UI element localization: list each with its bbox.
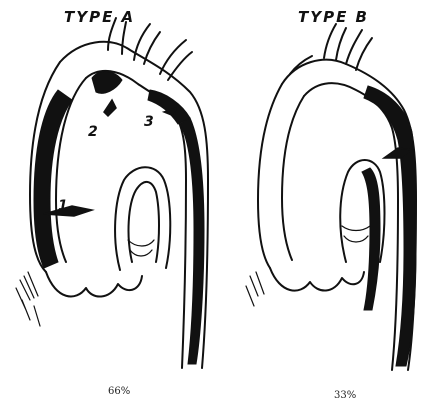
b-branch-vessel-1: [324, 24, 346, 60]
pulmonary-loop-inner: [129, 182, 159, 262]
b-valve-detail: [342, 226, 370, 242]
tear-label-1: 1: [58, 198, 68, 214]
tear-label-2: 2: [88, 124, 98, 140]
panel-b-title: TYPE B: [298, 8, 369, 26]
arch-false-lumen-3: [148, 90, 190, 124]
root-hatching: [16, 272, 40, 326]
valve-detail: [128, 240, 154, 256]
panel-a-percentage: 66%: [108, 386, 130, 397]
tear-label-3: 3: [144, 114, 154, 130]
b-aortic-root: [270, 268, 364, 291]
panel-a-title: TYPE A: [64, 8, 135, 26]
b-descending-inner-wall: [392, 200, 398, 370]
panel-b-percentage: 33%: [334, 390, 356, 401]
arch-false-lumen-2: [92, 71, 122, 93]
descending-inner-wall: [182, 180, 186, 368]
b-ascending-outer-wall: [258, 84, 282, 268]
b-root-hatching: [246, 272, 264, 306]
branch-vessel-2: [134, 24, 160, 64]
b-branch-vessel-2: [346, 30, 372, 70]
aortic-root: [46, 272, 142, 297]
panel-type-a: TYPE A 1 2 3 66%: [16, 8, 208, 397]
tear-arrow-2: [104, 100, 116, 116]
b-ascending-inner-wall: [282, 96, 304, 260]
tear-arrow-1: [44, 206, 92, 216]
branch-vessel-3: [160, 40, 192, 80]
panel-type-b: TYPE B 33%: [246, 8, 416, 401]
